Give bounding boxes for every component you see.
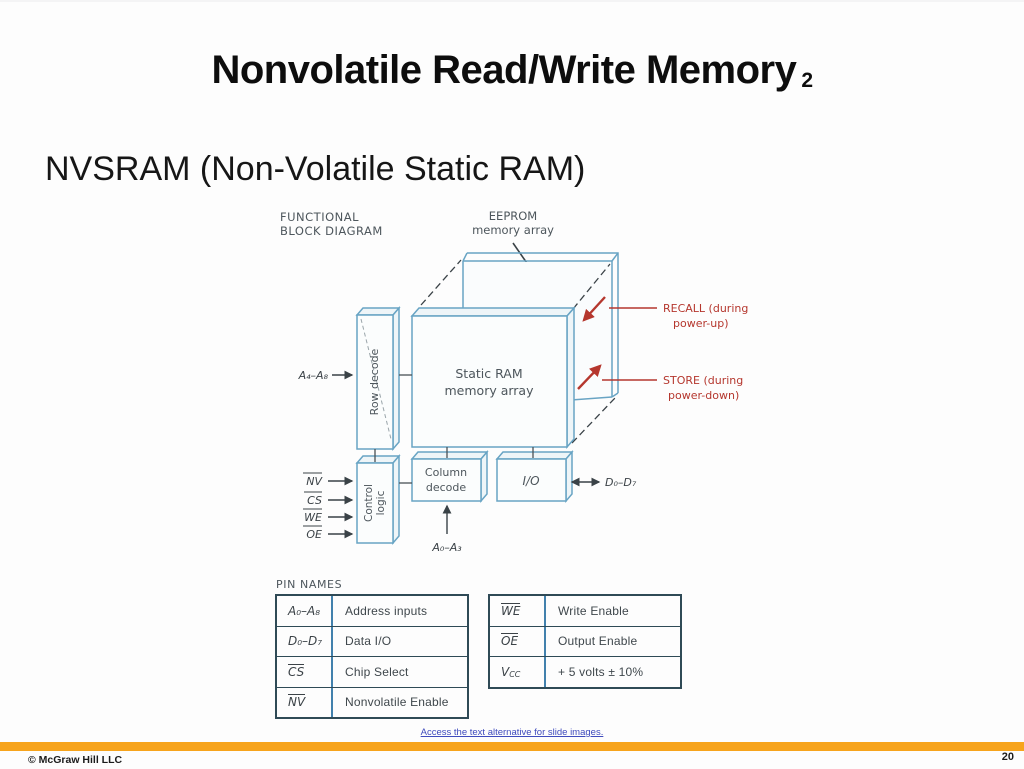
column-decode-box	[410, 449, 489, 504]
pin-oe-label: OE	[306, 528, 322, 541]
pin-oe-table: OE	[501, 633, 519, 649]
control-logic-label-line1: Control	[363, 484, 375, 522]
store-label-line1: STORE (during	[663, 374, 743, 387]
pin-cell: OE	[490, 626, 546, 656]
addr-low-label: A₀–A₃	[431, 541, 462, 554]
pin-cs-label: CS	[307, 494, 322, 507]
recall-store-leaders	[602, 307, 657, 381]
diagram-heading-line1: FUNCTIONAL	[280, 210, 359, 224]
desc-cell: Nonvolatile Enable	[345, 695, 449, 710]
pin-nv-table: NV	[288, 694, 306, 710]
recall-label-line1: RECALL (during	[663, 302, 748, 315]
nvsram-block-diagram: FUNCTIONAL BLOCK DIAGRAM EEPROM memory a…	[280, 209, 748, 554]
pin-we-table: WE	[501, 602, 521, 618]
table-row: OE Output Enable	[490, 626, 680, 657]
slide-subtitle: NVSRAM (Non-Volatile Static RAM)	[45, 150, 586, 188]
hidden-edges	[420, 259, 616, 444]
desc-cell: + 5 volts ± 10%	[558, 664, 644, 679]
column-decode-label-line2: decode	[426, 481, 467, 494]
diagram-heading: FUNCTIONAL BLOCK DIAGRAM	[280, 210, 383, 238]
eeprom-label: EEPROM memory array	[472, 209, 554, 237]
pin-we-label: WE	[304, 511, 322, 524]
addr-high-label: A₄–A₈	[298, 369, 329, 382]
control-logic-label-line2: logic	[375, 490, 387, 515]
table-row: NV Nonvolatile Enable	[277, 687, 467, 717]
pin-cell: A₀–A₈	[277, 596, 333, 626]
pin-cell: D₀–D₇	[277, 626, 333, 656]
store-arrow	[577, 364, 602, 390]
recall-label-line2: power-up)	[673, 317, 729, 330]
pin-cell: NV	[277, 687, 333, 717]
pin-cell: WE	[490, 596, 546, 626]
eeprom-label-line2: memory array	[472, 223, 554, 237]
column-decode-label-line1: Column	[425, 466, 467, 479]
eeprom-label-line1: EEPROM	[489, 209, 537, 223]
pin-vcc-subscript: CC	[509, 670, 521, 680]
accent-bar	[0, 742, 1024, 751]
desc-cell: Data I/O	[345, 634, 392, 649]
pin-names-heading: PIN NAMES	[276, 578, 343, 591]
desc-cell: Chip Select	[345, 664, 409, 679]
io-label: I/O	[522, 474, 539, 488]
pin-cell: CS	[277, 657, 333, 687]
recall-arrow	[582, 296, 606, 322]
store-label: STORE (during power-down)	[663, 374, 743, 402]
copyright-text: © McGraw Hill LLC	[28, 754, 123, 766]
static-ram-label: Static RAM memory array	[445, 366, 535, 398]
control-input-overlines	[303, 472, 322, 527]
pin-vcc-table: V	[501, 664, 510, 679]
table-row: WE Write Enable	[490, 596, 680, 627]
text-alternative-link[interactable]: Access the text alternative for slide im…	[420, 727, 604, 738]
table-row: D₀–D₇ Data I/O	[277, 626, 467, 657]
diagram-heading-line2: BLOCK DIAGRAM	[280, 224, 383, 238]
pin-cs-table: CS	[288, 663, 305, 679]
desc-cell: Output Enable	[558, 634, 638, 649]
page-title-index: 2	[801, 69, 813, 92]
row-decode-label: Row decode	[368, 348, 381, 415]
recall-label: RECALL (during power-up)	[663, 302, 748, 330]
column-decode-label: Column decode	[425, 466, 467, 494]
recall-store-arrows	[577, 296, 606, 390]
bus-connectors	[374, 374, 534, 484]
desc-cell: Write Enable	[558, 603, 629, 618]
data-bus-label: D₀–D₇	[605, 476, 637, 489]
control-logic-box	[355, 453, 401, 546]
row-decode-box	[355, 305, 401, 452]
page-title-text: Nonvolatile Read/Write Memory	[211, 48, 797, 92]
text-alternative-link-wrap: Access the text alternative for slide im…	[0, 722, 1024, 740]
desc-cell: Address inputs	[345, 603, 428, 618]
store-label-line2: power-down)	[668, 389, 739, 402]
static-ram-label-line1: Static RAM	[455, 366, 522, 381]
static-ram-label-line2: memory array	[445, 383, 535, 398]
table-row: A₀–A₈ Address inputs	[277, 596, 467, 627]
page-number: 20	[1001, 751, 1014, 763]
control-input-labels: NV CS WE OE	[304, 475, 323, 541]
control-input-arrows	[328, 476, 354, 539]
table-row: CS Chip Select	[277, 657, 467, 688]
pin-table-left: A₀–A₈ Address inputs D₀–D₇ Data I/O CS C…	[275, 594, 469, 719]
static-ram-box	[410, 306, 576, 449]
io-box	[495, 449, 574, 504]
pin-nv-label: NV	[306, 475, 323, 488]
